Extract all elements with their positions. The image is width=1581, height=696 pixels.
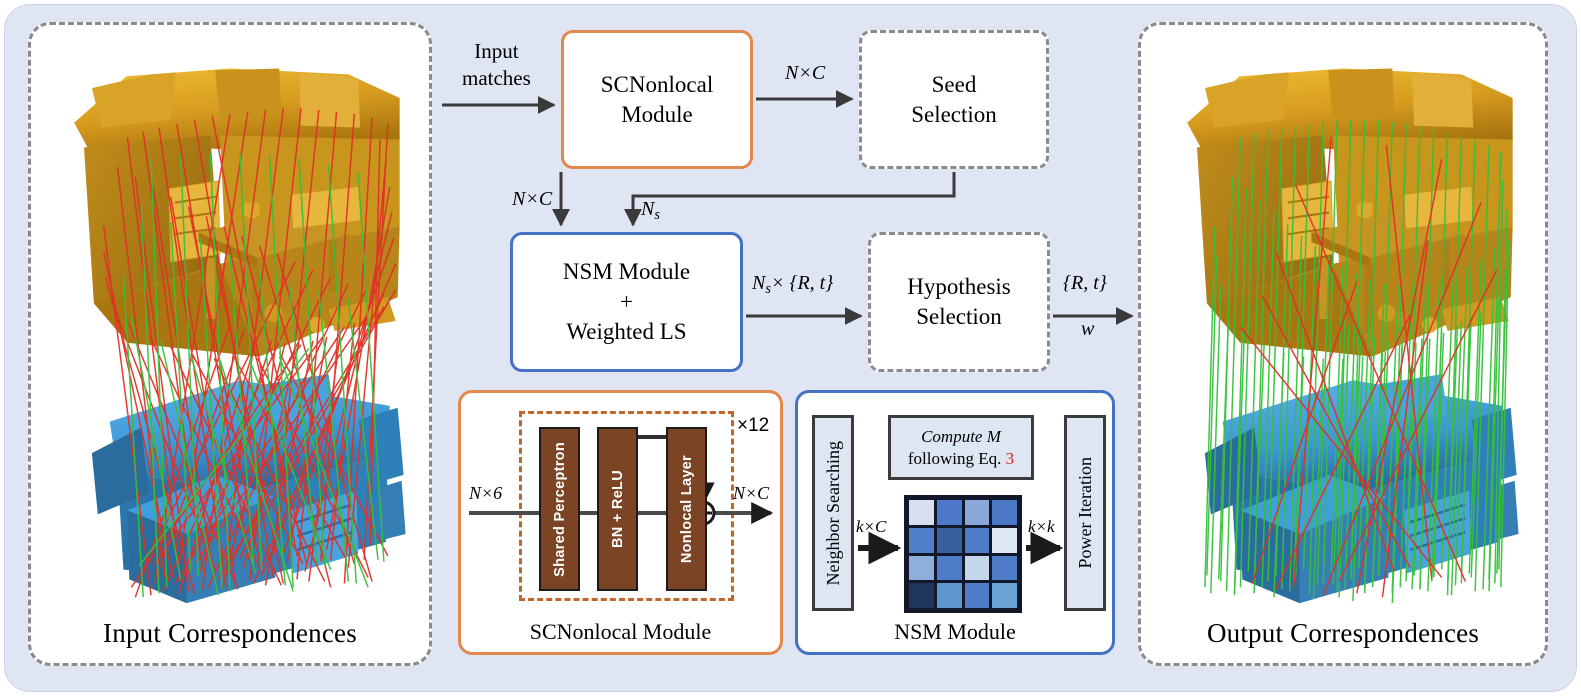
output-correspondences-panel: Output Correspondences xyxy=(1138,22,1548,666)
input-scene-render xyxy=(74,68,406,604)
edge-label-nsm-to-hypothesis: Ns× {R, t} xyxy=(752,272,834,298)
edge-label-scnonlocal-to-nsm: N×C xyxy=(512,188,553,210)
edge-label-hypothesis-out-rt: {R, t} xyxy=(1063,272,1107,294)
layer-shared-perceptron: Shared Perceptron xyxy=(539,427,580,591)
matrix-cell-2-3 xyxy=(992,555,1017,581)
matrix-cell-0-0 xyxy=(909,500,934,525)
compute-line2-prefix: following Eq. xyxy=(907,448,1002,468)
matrix-cell-2-1 xyxy=(936,555,962,581)
compute-eq-number: 3 xyxy=(1005,448,1015,468)
block-neighbor-searching: Neighbor Searching xyxy=(812,415,854,611)
scnonlocal-repeat-group xyxy=(519,411,734,601)
nsm-output-label: k×k xyxy=(1028,517,1055,536)
scnonlocal-output-label: N×C xyxy=(733,483,770,503)
scnonlocal-detail-caption: SCNonlocal Module xyxy=(529,619,712,644)
matrix-cell-0-3 xyxy=(992,500,1017,525)
matrix-cell-0-2 xyxy=(964,500,990,525)
edge-label-hypothesis-out-w: w xyxy=(1081,318,1095,340)
nsm-input-label: k×C xyxy=(856,517,887,536)
affinity-matrix-heatmap xyxy=(904,495,1022,613)
nsm-detail-caption: NSM Module xyxy=(894,619,1016,644)
block-power-iteration: Power Iteration xyxy=(1064,415,1106,611)
matrix-cell-3-1 xyxy=(936,583,962,608)
input-correspondences-panel: Input Correspondences xyxy=(28,22,432,666)
layer-bn-relu: BN + ReLU xyxy=(597,427,638,591)
edge-label-scnonlocal-to-seed: N×C xyxy=(785,62,826,84)
edge-label-seed-to-nsm: Ns xyxy=(641,198,660,224)
matrix-cell-0-1 xyxy=(936,500,962,525)
matrix-cell-3-0 xyxy=(909,583,934,608)
matrix-cell-1-2 xyxy=(964,527,990,553)
input-panel-caption: Input Correspondences xyxy=(103,618,357,648)
box-nsm-label: NSM Module+Weighted LS xyxy=(562,259,691,344)
box-nsm-weighted-ls[interactable]: NSM Module+Weighted LS xyxy=(510,232,743,372)
matrix-cell-3-3 xyxy=(992,583,1017,608)
matrix-cell-2-0 xyxy=(909,555,934,581)
matrix-cell-1-0 xyxy=(909,527,934,553)
output-panel-caption: Output Correspondences xyxy=(1206,618,1480,648)
layer-nonlocal: Nonlocal Layer xyxy=(666,427,707,591)
matrix-cell-3-2 xyxy=(964,583,990,608)
matrix-cell-1-3 xyxy=(992,527,1017,553)
input-scene xyxy=(31,29,429,611)
compute-line1: Compute M xyxy=(921,427,1001,447)
matrix-cell-1-1 xyxy=(936,527,962,553)
matrix-cell-2-2 xyxy=(964,555,990,581)
scnonlocal-input-label: N×6 xyxy=(469,483,503,503)
output-scene xyxy=(1141,29,1545,611)
nsm-detail-panel: Neighbor Searching Power Iteration Compu… xyxy=(795,390,1115,655)
repeat-count-label: ×12 xyxy=(737,415,770,436)
output-scene-render xyxy=(1187,68,1519,604)
block-compute-m: Compute M following Eq. 3 xyxy=(888,415,1034,480)
scnonlocal-detail-panel: Shared Perceptron BN + ReLU Nonlocal Lay… xyxy=(458,390,783,655)
